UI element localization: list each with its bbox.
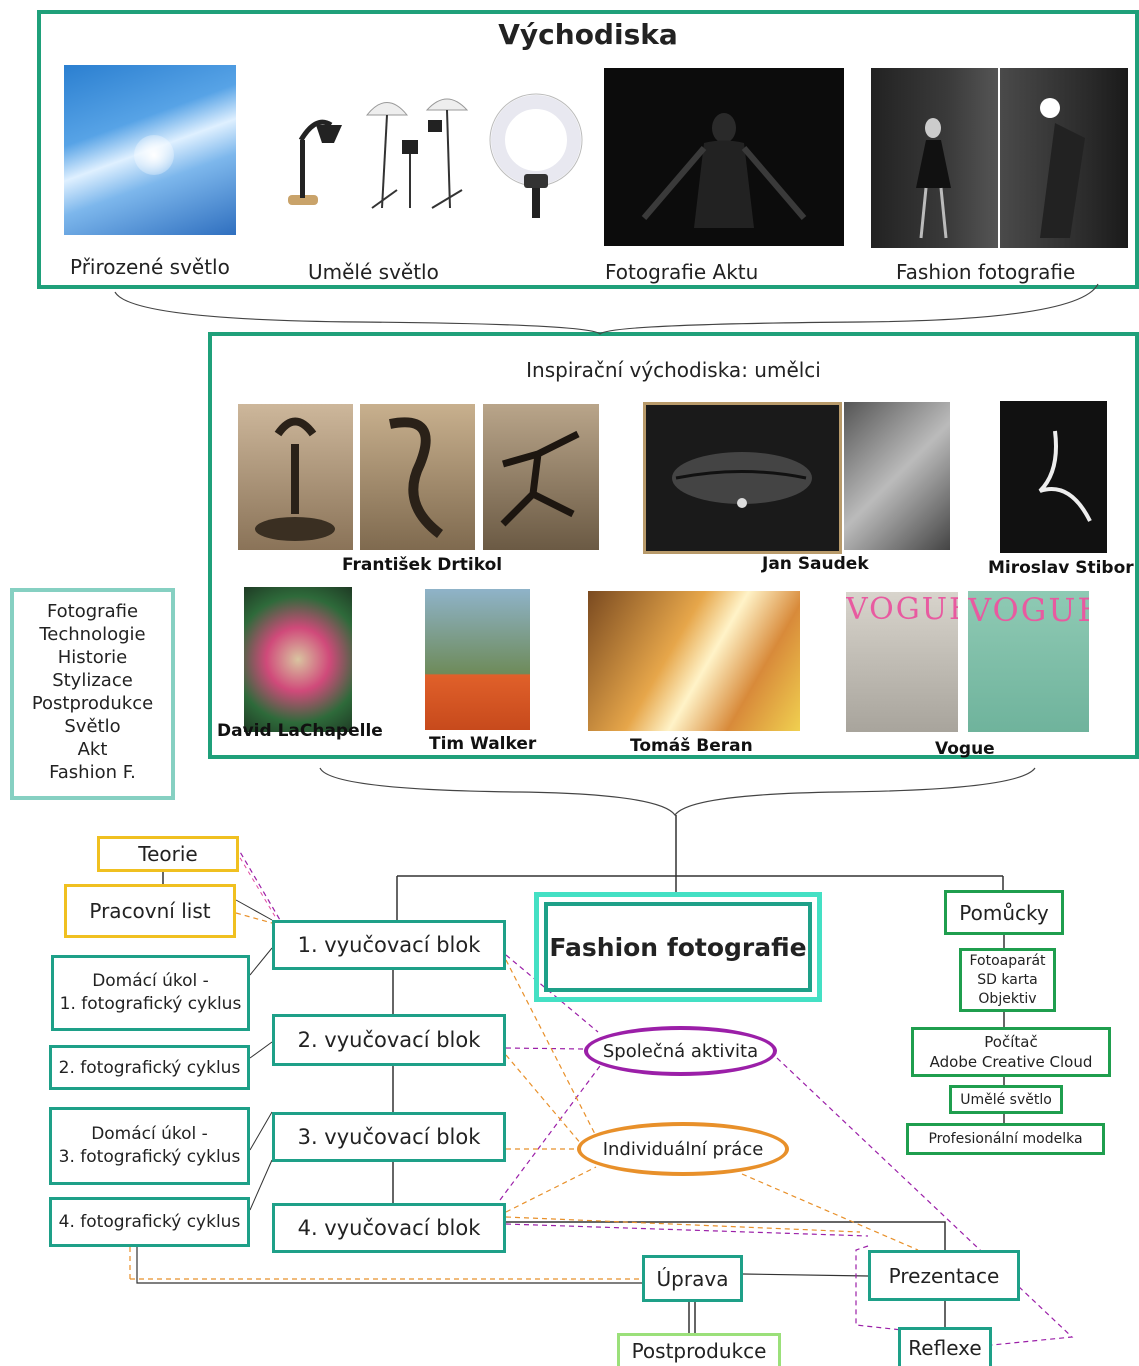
sources-frame bbox=[37, 10, 1139, 289]
presentation-label: Prezentace bbox=[888, 1263, 1000, 1288]
worksheet-box[interactable]: Pracovní list bbox=[64, 884, 236, 938]
center-title: Fashion fotografie bbox=[549, 932, 807, 962]
caption-nude-photo: Fotografie Aktu bbox=[605, 260, 759, 284]
topic-item: Historie bbox=[57, 647, 128, 668]
tools-title-box[interactable]: Pomůcky bbox=[944, 890, 1064, 935]
photo-beran bbox=[588, 591, 800, 731]
topic-item: Stylizace bbox=[52, 670, 133, 691]
topic-item: Světlo bbox=[64, 716, 121, 737]
tool-camera: Fotoaparát bbox=[969, 952, 1046, 969]
tool-light: Umělé světlo bbox=[960, 1091, 1052, 1108]
photo-fashion-1 bbox=[871, 68, 998, 248]
photo-nude bbox=[604, 68, 844, 246]
shared-activity-label: Společná aktivita bbox=[602, 1040, 759, 1062]
teaching-block-2-label: 2. vyučovací blok bbox=[297, 1028, 481, 1052]
theory-box[interactable]: Teorie bbox=[97, 836, 239, 872]
artist-walker: Tim Walker bbox=[429, 734, 537, 754]
homework-cycle-1-box[interactable]: Domácí úkol - 1. fotografický cyklus bbox=[51, 955, 250, 1031]
topic-item: Akt bbox=[77, 739, 108, 760]
teaching-block-2[interactable]: 2. vyučovací blok bbox=[272, 1014, 506, 1066]
photo-drtikol-2 bbox=[360, 404, 475, 550]
photo-stibor bbox=[1000, 401, 1107, 553]
topic-item: Postprodukce bbox=[31, 693, 154, 714]
center-title-box[interactable]: Fashion fotografie bbox=[544, 902, 812, 992]
topic-item: Fotografie bbox=[46, 601, 139, 622]
shared-activity[interactable]: Společná aktivita bbox=[584, 1026, 777, 1076]
edit-box[interactable]: Úprava bbox=[642, 1255, 743, 1302]
teaching-block-1[interactable]: 1. vyučovací blok bbox=[272, 920, 506, 970]
artist-vogue: Vogue bbox=[935, 739, 995, 759]
caption-fashion-photo: Fashion fotografie bbox=[896, 260, 1076, 284]
reflection-box[interactable]: Reflexe bbox=[898, 1327, 992, 1366]
photo-desk-lamp bbox=[276, 95, 346, 215]
theory-label: Teorie bbox=[138, 842, 198, 866]
sources-title: Východiska bbox=[498, 18, 678, 51]
tools-computer-box[interactable]: Počítač Adobe Creative Cloud bbox=[911, 1027, 1111, 1077]
inspiration-title: Inspirační východiska: umělci bbox=[526, 358, 821, 382]
caption-artificial-light: Umělé světlo bbox=[308, 260, 439, 284]
caption-natural-light: Přirozené světlo bbox=[70, 255, 230, 279]
tools-camera-box[interactable]: Fotoaparát SD karta Objektiv bbox=[959, 948, 1056, 1012]
center-title-outer bbox=[534, 892, 822, 1002]
photo-ring-light bbox=[488, 92, 584, 222]
topic-item: Fashion F. bbox=[49, 762, 136, 783]
postproduction-box[interactable]: Postprodukce bbox=[617, 1333, 781, 1366]
tool-lens: Objektiv bbox=[978, 990, 1037, 1007]
teaching-block-3-label: 3. vyučovací blok bbox=[297, 1125, 481, 1149]
tool-adobe: Adobe Creative Cloud bbox=[929, 1053, 1093, 1071]
topics-box: Fotografie Technologie Historie Stylizac… bbox=[10, 588, 175, 800]
worksheet-label: Pracovní list bbox=[89, 899, 211, 923]
tool-sd-card: SD karta bbox=[977, 971, 1038, 988]
teaching-block-1-label: 1. vyučovací blok bbox=[297, 933, 481, 957]
homework-3-line1: Domácí úkol - bbox=[91, 1124, 208, 1144]
cycle-2-box[interactable]: 2. fotografický cyklus bbox=[49, 1045, 250, 1090]
cycle-4-box[interactable]: 4. fotografický cyklus bbox=[49, 1197, 250, 1247]
reflection-label: Reflexe bbox=[908, 1336, 982, 1360]
tools-light-box[interactable]: Umělé světlo bbox=[949, 1085, 1063, 1114]
photo-natural-light bbox=[64, 65, 236, 235]
teaching-block-3[interactable]: 3. vyučovací blok bbox=[272, 1112, 506, 1162]
tool-computer: Počítač bbox=[984, 1033, 1038, 1051]
artist-drtikol: František Drtikol bbox=[342, 555, 503, 575]
photo-drtikol-3 bbox=[483, 404, 599, 550]
homework-1-line1: Domácí úkol - bbox=[92, 971, 209, 991]
photo-saudek-1 bbox=[643, 402, 842, 554]
photo-vogue-2: VOGUE bbox=[968, 591, 1089, 732]
photo-fashion-2 bbox=[1000, 68, 1128, 248]
homework-cycle-3-box[interactable]: Domácí úkol - 3. fotografický cyklus bbox=[49, 1107, 250, 1185]
homework-1-line2: 1. fotografický cyklus bbox=[59, 994, 242, 1014]
photo-saudek-2 bbox=[844, 402, 950, 550]
individual-work[interactable]: Individuální práce bbox=[577, 1122, 789, 1176]
teaching-block-4-label: 4. vyučovací blok bbox=[297, 1216, 481, 1240]
presentation-box[interactable]: Prezentace bbox=[868, 1250, 1020, 1301]
topic-item: Technologie bbox=[39, 624, 146, 645]
photo-lachapelle bbox=[244, 587, 352, 732]
photo-vogue-1: VOGUE bbox=[846, 592, 958, 732]
artist-saudek: Jan Saudek bbox=[762, 554, 869, 574]
artist-beran: Tomáš Beran bbox=[630, 736, 753, 756]
tools-model-box[interactable]: Profesionální modelka bbox=[906, 1123, 1105, 1155]
homework-3-line2: 3. fotografický cyklus bbox=[58, 1147, 241, 1167]
cycle-2-label: 2. fotografický cyklus bbox=[58, 1057, 241, 1078]
cycle-4-label: 4. fotografický cyklus bbox=[58, 1212, 241, 1232]
photo-drtikol-1 bbox=[238, 404, 353, 550]
photo-studio-lights bbox=[362, 90, 476, 210]
tools-title: Pomůcky bbox=[959, 900, 1049, 925]
teaching-block-4[interactable]: 4. vyučovací blok bbox=[272, 1203, 506, 1253]
postproduction-label: Postprodukce bbox=[631, 1339, 767, 1363]
tool-model: Profesionální modelka bbox=[928, 1131, 1083, 1147]
photo-walker bbox=[425, 589, 530, 730]
individual-work-label: Individuální práce bbox=[602, 1138, 764, 1160]
artist-stibor: Miroslav Stibor bbox=[988, 558, 1134, 578]
edit-label: Úprava bbox=[656, 1266, 729, 1291]
inspiration-frame bbox=[208, 332, 1139, 759]
artist-lachapelle: David LaChapelle bbox=[217, 721, 383, 741]
